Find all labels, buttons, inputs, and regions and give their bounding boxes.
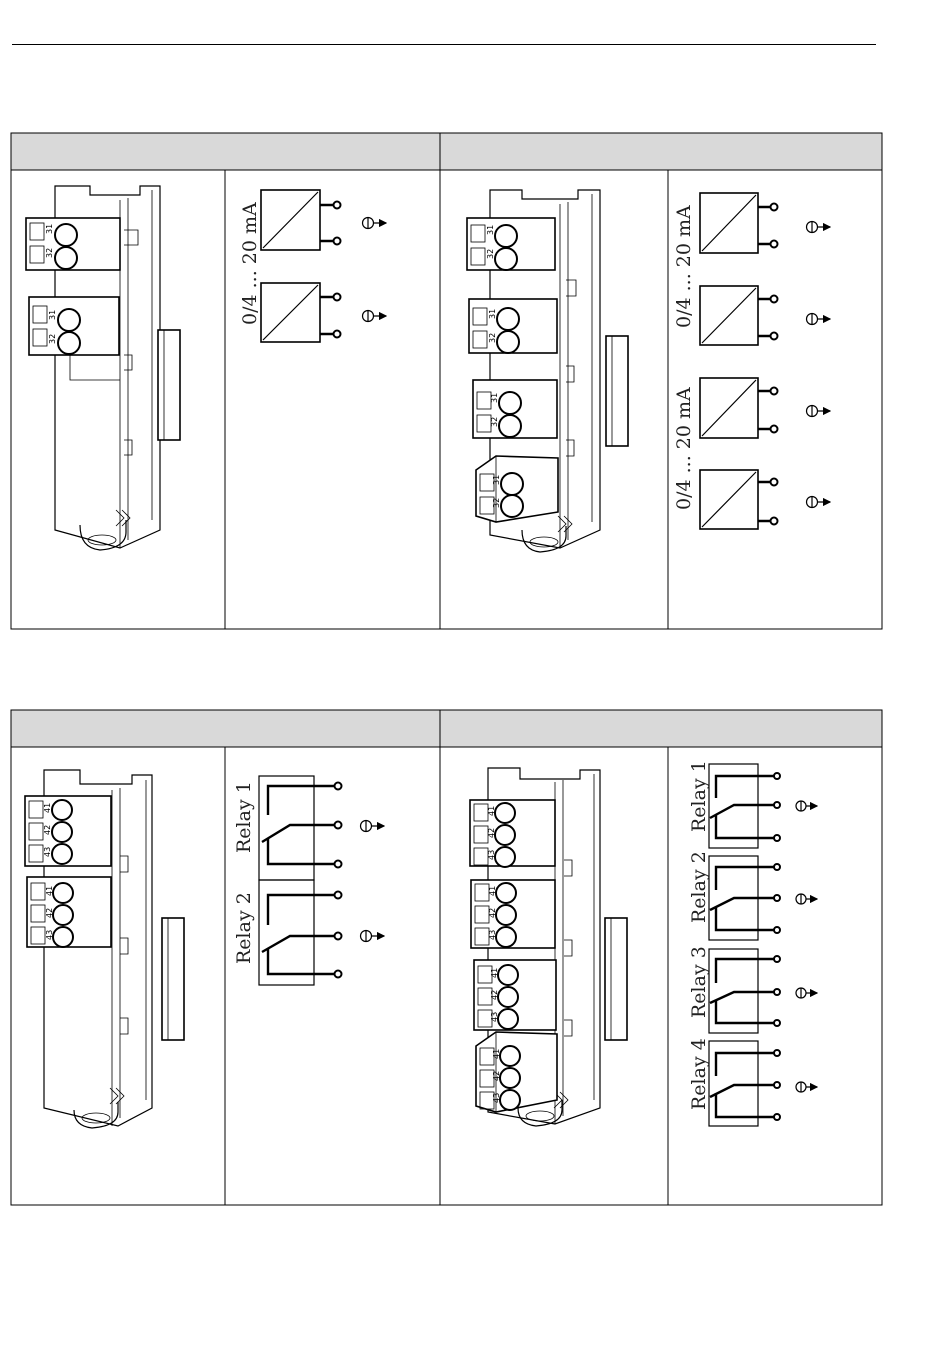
- terminal-43-label: 43: [43, 847, 52, 857]
- table2-cell-schematic-2relay: [225, 747, 440, 1205]
- terminal-31-label: 31: [490, 393, 499, 403]
- terminal-42-label: 42: [487, 828, 496, 838]
- relay-2-label: Relay 2: [233, 892, 255, 964]
- current-module-2ch-block-1: 31 32: [26, 218, 120, 270]
- terminal-43-label: 43: [490, 1012, 499, 1022]
- terminal-42-label: 42: [43, 825, 52, 835]
- terminal-42-label: 42: [45, 908, 54, 918]
- relay-module-4-block-4: 41 42 43: [476, 1032, 557, 1112]
- terminal-43-label: 43: [488, 930, 497, 940]
- terminal-31-label: 31: [492, 475, 501, 485]
- relay-module-4-block-1: 41 42 43: [470, 800, 555, 867]
- relay-1-label: Relay 1: [233, 781, 255, 853]
- relay-module-4-block-2: 41 42 43: [471, 880, 555, 948]
- current-module-4ch-block-1: 31 32: [467, 218, 555, 270]
- terminal-41-label: 41: [45, 886, 54, 896]
- current-module-4ch-block-4: 31 32: [476, 456, 558, 522]
- terminal-32-label: 32: [492, 498, 501, 508]
- relay-module-4-block-3: 41 42 43: [474, 960, 556, 1030]
- relay-module-2-block-2: 41 42 43: [27, 877, 111, 947]
- table2-header-right: [440, 710, 882, 747]
- terminal-32-label: 32: [488, 333, 497, 343]
- terminal-31-label: 31: [45, 224, 54, 234]
- terminal-41-label: 41: [492, 1049, 501, 1059]
- current-module-2ch-block-2: 31 32: [29, 297, 119, 355]
- table2-header-left: [11, 710, 440, 747]
- relay-module-2-block-1: 41 42 43: [25, 796, 111, 866]
- terminal-32-label: 32: [486, 249, 495, 259]
- relay-3-label: Relay 3: [688, 946, 710, 1018]
- terminal-31-label: 31: [486, 225, 495, 235]
- terminal-43-label: 43: [45, 930, 54, 940]
- relay-2-label: Relay 2: [688, 851, 710, 923]
- terminal-31-label: 31: [48, 310, 57, 320]
- terminal-31-label: 31: [488, 309, 497, 319]
- terminal-43-label: 43: [492, 1093, 501, 1103]
- relay-output-table: [11, 710, 882, 1205]
- current-range-label: 0/4 ... 20 mA: [673, 205, 695, 328]
- terminal-42-label: 42: [492, 1071, 501, 1081]
- terminal-42-label: 42: [488, 908, 497, 918]
- terminal-42-label: 42: [490, 990, 499, 1000]
- terminal-32-label: 32: [45, 248, 54, 258]
- terminal-32-label: 32: [48, 334, 57, 344]
- relay-4-label: Relay 4: [688, 1038, 710, 1110]
- table1-header-right: [440, 133, 882, 170]
- current-module-4ch-block-2: 31 32: [469, 299, 557, 353]
- terminal-41-label: 41: [490, 968, 499, 978]
- terminal-32-label: 32: [490, 417, 499, 427]
- terminal-41-label: 41: [488, 886, 497, 896]
- terminal-41-label: 41: [487, 806, 496, 816]
- current-range-label: 0/4 ... 20 mA: [673, 387, 695, 510]
- current-module-4ch-block-3: 31 32: [473, 380, 557, 438]
- terminal-41-label: 41: [43, 803, 52, 813]
- terminal-43-label: 43: [487, 850, 496, 860]
- relay-1-label: Relay 1: [688, 760, 710, 832]
- table1-header-left: [11, 133, 440, 170]
- current-range-label: 0/4 ... 20 mA: [239, 202, 261, 325]
